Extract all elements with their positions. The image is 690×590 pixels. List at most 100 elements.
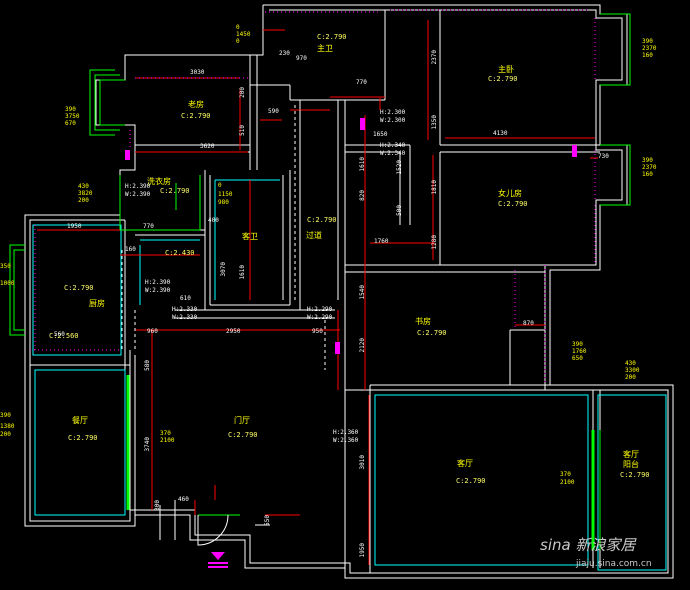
window-tag-elder-2: 3750 [65,113,80,120]
window-tag-top-left-3: 0 [236,38,240,45]
dim-1650: 1650 [373,131,388,138]
annotation-h2290: H:2.290 [307,306,333,313]
dim-509: 590 [268,108,279,115]
dim-730: 730 [598,153,609,160]
dim-160: 160 [125,246,136,253]
window-lines [9,13,631,550]
dim-500: 500 [396,205,403,216]
elevation-dining: C:2.790 [68,434,98,442]
window-tag-daughter-1: 390 [642,157,653,164]
window-tag-balcony-1: 430 [625,360,636,367]
room-label-master-bedroom: 主卧 [498,65,514,74]
room-label-master-bath: 主卫 [317,44,333,53]
window-tag-study-2: 1760 [572,348,587,355]
room-label-study: 书房 [415,317,431,326]
elevation-master-bath: C:2.790 [317,33,347,41]
dim-1810: 1810 [431,180,438,195]
dashed-lines [121,105,326,370]
dim-770: 770 [356,79,367,86]
dim-3030: 3030 [190,69,205,76]
annotation-w2330: W:2.330 [172,314,198,321]
dim-970: 970 [296,55,307,62]
window-tag-master-1: 390 [642,38,653,45]
dim-960: 960 [147,328,158,335]
watermark-brand: sina 新浪家居 [540,536,636,554]
elevation-kitchen-low: C:2.560 [49,332,79,340]
annotation-w2360: W:2.360 [333,437,359,444]
dim-400: 400 [208,217,219,224]
dim-1950v: 1950 [359,543,366,558]
dim-4130: 4130 [493,130,508,137]
room-label-living: 客厅 [457,459,473,468]
elevation-daughter-room: C:2.790 [498,200,528,208]
dim-950: 950 [312,328,323,335]
dim-3070: 3070 [220,262,227,277]
window-tag-balcony-3: 200 [625,374,636,381]
dim-3010: 3010 [359,455,366,470]
elevation-laundry: C:2.790 [160,187,190,195]
exterior-walls [24,4,674,579]
window-tag-daughter-2: 2370 [642,164,657,171]
dim-1540: 1540 [359,285,366,300]
window-tag-laundry-3: 200 [78,197,89,204]
dim-1520: 1520 [396,160,403,175]
dim-2370: 2370 [431,50,438,65]
window-tag-laundry2-3: 980 [218,199,229,206]
room-label-dining: 餐厅 [72,416,88,425]
window-tag-dining-2: 1380 [0,423,15,430]
door-swing [197,514,270,546]
room-label-kitchen: 厨房 [89,299,105,308]
dim-2120: 2120 [359,338,366,353]
annotation-w2300: W:2.300 [380,117,406,124]
window-tag-study-1: 390 [572,341,583,348]
elevation-corridor: C:2.790 [307,216,337,224]
window-tag-dining-1: 390 [0,412,11,419]
dim-560: 560 [54,331,65,338]
window-tag-study-3: 650 [572,355,583,362]
window-tag-laundry-1: 430 [78,183,89,190]
elevation-c2430: C:2.430 [165,249,195,257]
elevation-elder-room: C:2.790 [181,112,211,120]
window-tag-master-3: 160 [642,52,653,59]
dim-510: 510 [239,125,246,136]
window-tag-master-2: 2370 [642,45,657,52]
window-tag-elder-3: 670 [65,120,76,127]
window-tag-laundry2-2: 1150 [218,191,233,198]
elevation-study: C:2.790 [417,329,447,337]
room-label-balcony-1: 客厅 [623,450,639,459]
elevation-foyer: C:2.790 [228,431,258,439]
dim-550: 550 [264,515,271,526]
elevation-kitchen: C:2.790 [64,284,94,292]
dim-230: 230 [279,50,290,57]
room-label-daughter-room: 女儿房 [498,189,522,198]
inner-outlines [32,179,667,571]
room-label-guest-bath: 客卫 [242,232,258,241]
dim-1760: 1760 [374,238,389,245]
window-tag-laundry2-1: 0 [218,182,222,189]
window-tag-dining-3: 200 [0,431,11,438]
annotation-w2390b: W:2.390 [145,287,171,294]
annotation-h2330: H:2.330 [172,306,198,313]
window-tag-elder-1: 390 [65,106,76,113]
dim-300: 300 [154,500,161,511]
window-tag-foyer-1: 370 [160,430,171,437]
annotation-h2390b: H:2.390 [145,279,171,286]
annotation-h2360: H:2.360 [333,429,359,436]
dim-200: 200 [239,87,246,98]
room-label-foyer: 门厅 [234,416,250,425]
dim-3620: 3620 [200,143,215,150]
annotation-w2340: W:2.340 [380,150,406,157]
window-tag-living-2: 2100 [560,479,575,486]
dim-770b: 770 [143,223,154,230]
entry-arrow-icon [208,552,228,568]
annotation-w2390: W:2.390 [125,191,151,198]
window-tag-living-1: 370 [560,471,571,478]
dim-580: 580 [144,360,151,371]
dimension-lines [37,20,598,565]
lintel-marks [30,9,596,385]
room-label-elder-room: 老房 [188,100,204,109]
annotation-w2290: W:2.290 [307,314,333,321]
window-tag-top-left-1: 0 [236,24,240,31]
window-tag-kitchen-2: 1000 [0,280,15,287]
window-tag-kitchen-1: 350 [0,263,11,270]
